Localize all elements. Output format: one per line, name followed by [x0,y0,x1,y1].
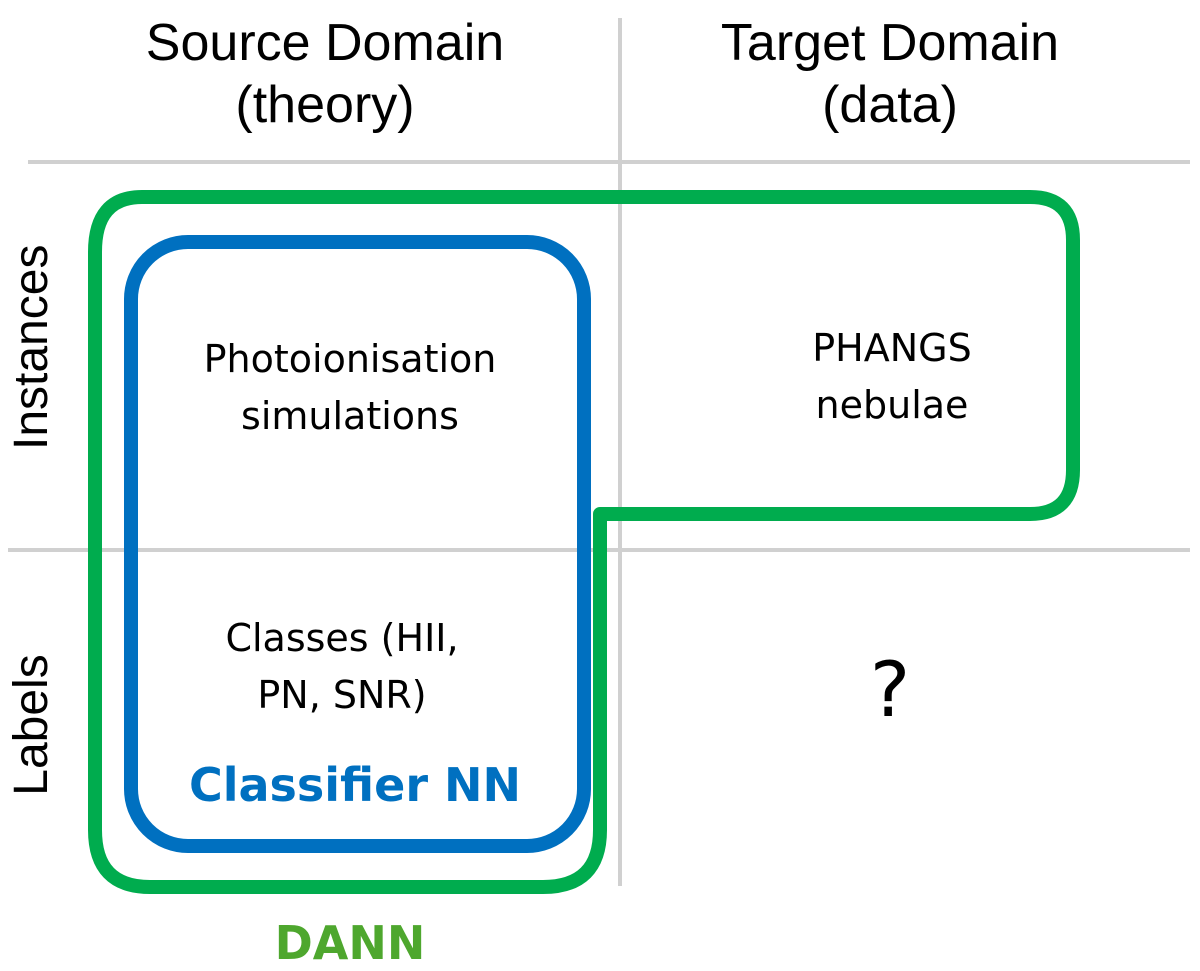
column-header-source: Source Domain (theory) [90,12,560,136]
cell-line: Photoionisation [203,337,497,381]
cell-line: Classes (HII, [225,616,459,660]
cell-line: simulations [241,394,459,438]
cell-source-instances: Photoionisation simulations [150,331,550,445]
cell-target-labels-unknown: ? [869,645,911,734]
column-title: Target Domain [720,14,1060,72]
dann-label: DANN [274,916,426,970]
column-title: Source Domain [145,14,505,72]
dann-outline [88,190,1080,894]
row-label-instances: Instances [5,244,58,450]
row-label-labels: Labels [5,654,58,796]
column-subtitle: (theory) [235,76,415,134]
cell-source-labels: Classes (HII, PN, SNR) [142,610,542,724]
cell-line: nebulae [815,383,969,427]
column-header-target: Target Domain (data) [655,12,1125,136]
cell-target-instances: PHANGS nebulae [692,320,1092,434]
classifier-outline [124,235,591,853]
classifier-nn-label: Classifier NN [188,758,522,812]
cell-line: PHANGS [812,326,972,370]
column-subtitle: (data) [822,76,958,134]
cell-line: PN, SNR) [257,673,427,717]
